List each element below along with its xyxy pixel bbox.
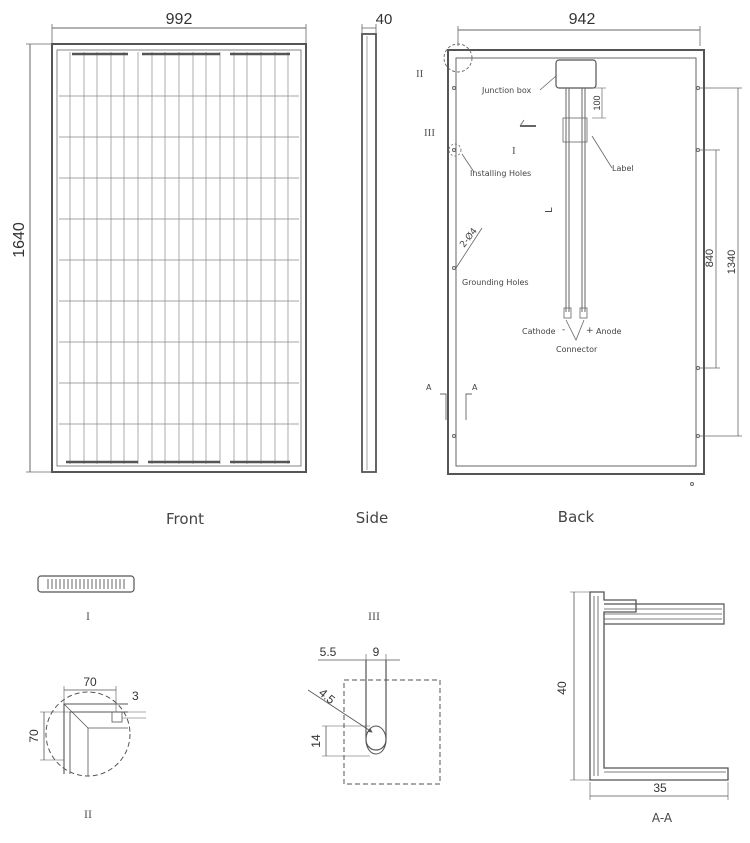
hole-spacing-inner-dimension: 840: [704, 249, 716, 267]
cathode-callout: Cathode: [522, 327, 556, 336]
detail-3-caption: III: [368, 609, 380, 623]
detail-3-marker: III: [424, 127, 435, 139]
detail-2-small-dimension: 3: [132, 689, 139, 703]
back-view: [440, 26, 742, 486]
section-marker-left: A: [426, 383, 432, 392]
section-marker-right: A: [472, 383, 478, 392]
detail-2-drawing: [40, 686, 146, 777]
detail-3-drawing: [307, 654, 441, 785]
detail-3-height-dimension: 14: [309, 734, 323, 748]
front-view: [26, 24, 307, 473]
hole-spacing-outer-dimension: 1340: [726, 250, 738, 274]
side-thickness-dimension: 40: [376, 11, 393, 28]
detail-3-slot-dimension: 9: [373, 645, 380, 659]
cathode-sign: -: [562, 325, 565, 335]
section-caption: A-A: [652, 811, 673, 825]
section-width-dimension: 35: [653, 781, 667, 795]
section-height-dimension: 40: [555, 681, 569, 695]
detail-1-drawing: [37, 575, 135, 593]
front-width-dimension: 992: [166, 11, 193, 28]
connector-callout: Connector: [556, 345, 598, 354]
junction-box-callout: Junction box: [481, 86, 531, 95]
anode-callout: Anode: [596, 327, 622, 336]
detail-1-marker: I: [512, 145, 516, 157]
label-callout: Label: [612, 164, 634, 173]
detail-3-radius-dimension: 4.5: [316, 686, 338, 708]
front-height-dimension: 1640: [11, 222, 28, 258]
detail-1-caption: I: [86, 609, 90, 623]
detail-2-marker: II: [416, 68, 424, 80]
front-view-label: Front: [166, 510, 204, 528]
grounding-holes-callout: Grounding Holes: [462, 278, 529, 287]
detail-2-caption: II: [84, 807, 92, 821]
back-view-label: Back: [558, 508, 595, 526]
side-view: [361, 24, 377, 473]
detail-2-height-dimension: 70: [27, 729, 41, 743]
cable-length-label: L: [544, 207, 555, 213]
back-width-dimension: 942: [569, 11, 596, 28]
section-aa-drawing: [570, 591, 729, 800]
installing-holes-callout: Installing Holes: [470, 169, 531, 178]
anode-sign: +: [586, 326, 594, 336]
cable-tag-dimension: 100: [592, 95, 602, 110]
detail-2-width-dimension: 70: [83, 675, 97, 689]
side-view-label: Side: [356, 509, 388, 527]
grounding-diameter-callout: 2-Ø4: [458, 226, 480, 250]
detail-3-left-dimension: 5.5: [320, 645, 337, 659]
